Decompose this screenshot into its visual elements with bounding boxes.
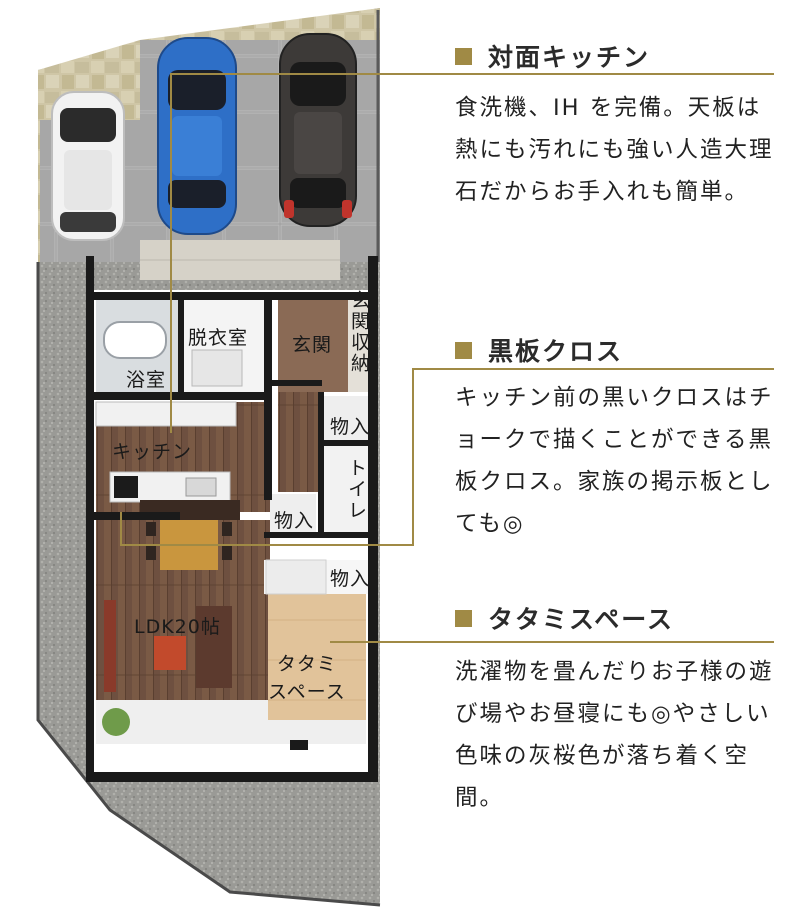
room-label-entrance-storage: 玄関収納	[348, 290, 370, 374]
leader-line-kitchen-drop	[170, 73, 172, 433]
leader-line-chalkboard-run	[120, 544, 414, 546]
leader-line-kitchen	[170, 73, 774, 75]
annotation-chalkboard-heading: 黒板クロス	[455, 332, 623, 368]
annotation-chalkboard-body: キッチン前の黒いクロスはチョークで描くことができる黒板クロス。家族の掲示板として…	[455, 385, 774, 537]
room-label-storage-stairs: 物入	[330, 568, 371, 590]
room-label-tatami: タタミ スペース	[268, 653, 346, 703]
room-label-kitchen: キッチン	[112, 441, 193, 463]
room-label-ldk: LDK20帖	[134, 616, 221, 638]
annotation-kitchen-heading: 対面キッチン	[455, 38, 650, 74]
leader-line-tatami	[330, 641, 774, 643]
room-label-storage-lower: 物入	[274, 510, 315, 532]
leader-line-chalkboard-drop	[412, 368, 414, 546]
room-label-storage-upper: 物入	[330, 416, 371, 438]
annotation-tatami-heading: タタミスペース	[455, 600, 674, 636]
annotation-chalkboard-title: 黒板クロス	[488, 337, 624, 366]
room-label-bath: 浴室	[126, 369, 167, 391]
annotation-kitchen-body: 食洗機、IH を完備。天板は熱にも汚れにも強い人造大理石だからお手入れも簡単。	[455, 95, 774, 205]
annotation-tatami-title: タタミスペース	[488, 605, 675, 634]
square-bullet-icon	[455, 609, 472, 627]
leader-line-chalkboard	[412, 368, 774, 370]
annotation-kitchen-title: 対面キッチン	[488, 43, 651, 72]
room-label-dressing: 脱衣室	[188, 327, 249, 349]
leader-line-chalkboard-up	[120, 512, 122, 546]
square-bullet-icon	[455, 47, 472, 65]
square-bullet-icon	[455, 341, 472, 359]
room-label-toilet: トイレ	[345, 458, 367, 521]
annotation-tatami-body: 洗濯物を畳んだりお子様の遊び場やお昼寝にも◎やさしい色味の灰桜色が落ち着く空間。	[455, 659, 774, 811]
room-label-entrance: 玄関	[292, 334, 333, 356]
